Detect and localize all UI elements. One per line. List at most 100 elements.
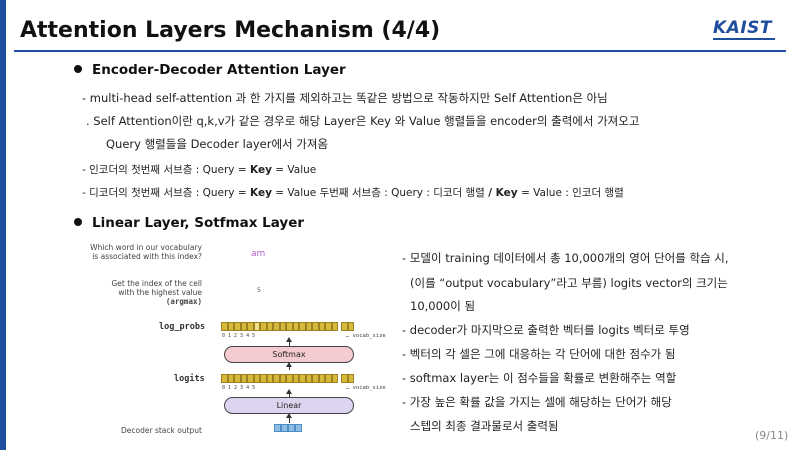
- section-heading-linear-softmax: Linear Layer, Sotfmax Layer: [74, 215, 304, 231]
- arrow-up-icon: [286, 362, 292, 367]
- bullet-line: 스텝의 최종 결과물로서 출력됨: [410, 419, 559, 433]
- vector-cell: [240, 374, 247, 383]
- vocab-question-label: Which word in our vocabulary is associat…: [90, 243, 202, 261]
- vector-cell: [221, 374, 228, 383]
- vector-cell: [305, 322, 312, 331]
- vector-cell: [253, 374, 260, 383]
- arrow-up-icon: [286, 413, 292, 418]
- log-probs-vector-tail: [341, 322, 354, 331]
- vector-cell: [288, 424, 295, 432]
- vector-cell: [266, 374, 273, 383]
- log-probs-vector: [221, 322, 338, 331]
- label-line: with the highest value: [118, 288, 202, 297]
- vector-cell: [331, 374, 338, 383]
- slide-title: Attention Layers Mechanism (4/4): [20, 18, 441, 43]
- vector-cell: [281, 424, 288, 432]
- vector-cell: [318, 374, 325, 383]
- text-line: Query 행렬들을 Decoder layer에서 가져옴: [106, 137, 329, 151]
- title-divider: [14, 50, 786, 52]
- vector-cell: [341, 322, 348, 331]
- bullet-line: - 모델이 training 데이터에서 총 10,000개의 영어 단어를 학…: [402, 251, 729, 265]
- vector-cell: [347, 322, 354, 331]
- vector-cell: [299, 322, 306, 331]
- logo-text: KAIST: [713, 18, 772, 38]
- page-number: (9/11): [755, 429, 789, 442]
- vector-cell: [260, 374, 267, 383]
- section-heading-text: Encoder-Decoder Attention Layer: [92, 62, 346, 78]
- vector-cell: [274, 424, 281, 432]
- label-line: Which word in our vocabulary: [90, 243, 202, 252]
- decoder-output-label: Decoder stack output: [121, 426, 202, 435]
- vector-cell: [312, 374, 319, 383]
- vector-cell: [312, 322, 319, 331]
- text-segment: - 디코더의 첫번째 서브층 : Query =: [82, 187, 250, 199]
- kaist-logo: KAIST: [713, 18, 775, 42]
- text-line: - multi-head self-attention 과 한 가지를 제외하고…: [82, 91, 608, 105]
- vector-cell: [292, 322, 299, 331]
- vector-cell: [299, 374, 306, 383]
- vector-cell: [286, 374, 293, 383]
- logits-label: logits: [174, 374, 205, 384]
- vector-cell: [279, 374, 286, 383]
- vector-cell: [273, 322, 280, 331]
- arrow-up-icon: [286, 337, 292, 342]
- vector-cell: [305, 374, 312, 383]
- vector-cell: [247, 374, 254, 383]
- vector-cell: [325, 374, 332, 383]
- decoder-sublayer-line: - 디코더의 첫번째 서브층 : Query = Key = Value 두번째…: [82, 185, 624, 200]
- text-segment: = Value: [271, 164, 317, 176]
- section-heading-encoder-decoder: Encoder-Decoder Attention Layer: [74, 62, 346, 78]
- key-bold: Key: [492, 187, 518, 199]
- bullet-line: - 가장 높은 확률 값을 가지는 셀에 해당하는 단어가 해당: [402, 395, 672, 409]
- vector-cell: [325, 322, 332, 331]
- text-line: . Self Attention이란 q,k,v가 같은 경우로 해당 Laye…: [86, 114, 640, 128]
- logits-vector: [221, 374, 338, 383]
- argmax-label: Get the index of the cell with the highe…: [111, 279, 202, 306]
- label-line: Get the index of the cell: [111, 279, 202, 288]
- text-segment: - 인코더의 첫번째 서브층 : Query =: [82, 164, 250, 176]
- arrow-shaft: [289, 364, 290, 370]
- label-line: is associated with this index?: [92, 252, 202, 261]
- vector-cell: [247, 322, 254, 331]
- key-bold: Key: [250, 164, 272, 176]
- vector-cell: [234, 374, 241, 383]
- text-segment: = Value 두번째 서브층 : Query : 디코더 행렬: [271, 187, 489, 199]
- vector-cell: [318, 322, 325, 331]
- vocab-size-label: … vocab_size: [346, 385, 386, 391]
- vector-cell: [221, 322, 228, 331]
- decoder-output-vector: [274, 424, 302, 432]
- cell-indices: 0 1 2 3 4 5: [222, 385, 256, 391]
- vector-cell: [253, 322, 260, 331]
- bullet-line: (이를 “output vocabulary”라고 부름) logits vec…: [410, 276, 728, 290]
- encoder-sublayer-line: - 인코더의 첫번째 서브층 : Query = Key = Value: [82, 162, 316, 177]
- argmax-value: 5: [257, 287, 261, 294]
- vector-cell: [266, 322, 273, 331]
- vector-cell: [273, 374, 280, 383]
- vocab-size-label: … vocab_size: [346, 333, 386, 339]
- vector-cell: [286, 322, 293, 331]
- arrow-shaft: [289, 392, 290, 397]
- vector-cell: [260, 322, 267, 331]
- vector-cell: [279, 322, 286, 331]
- bullet-line: - softmax layer는 이 점수들을 확률로 변환해주는 역할: [402, 371, 677, 385]
- arrow-up-icon: [286, 389, 292, 394]
- logo-underline: [713, 38, 775, 40]
- vector-cell: [295, 424, 302, 432]
- softmax-box: Softmax: [224, 346, 354, 363]
- bullet-dot-icon: [74, 218, 82, 226]
- vector-cell: [347, 374, 354, 383]
- section-heading-text: Linear Layer, Sotfmax Layer: [92, 215, 305, 231]
- slash-bold: /: [488, 187, 493, 199]
- vector-cell: [234, 322, 241, 331]
- bullet-line: - decoder가 마지막으로 출력한 벡터를 logits 벡터로 투영: [402, 323, 690, 337]
- left-accent-bar: [0, 0, 6, 450]
- output-word: am: [251, 249, 266, 259]
- vector-cell: [227, 322, 234, 331]
- arrow-shaft: [289, 415, 290, 423]
- text-segment: = Value : 인코더 행렬: [517, 187, 624, 199]
- vector-cell: [341, 374, 348, 383]
- arrow-shaft: [289, 341, 290, 346]
- linear-box: Linear: [224, 397, 354, 414]
- bullet-line: 10,000이 됨: [410, 299, 476, 313]
- bullet-dot-icon: [74, 65, 82, 73]
